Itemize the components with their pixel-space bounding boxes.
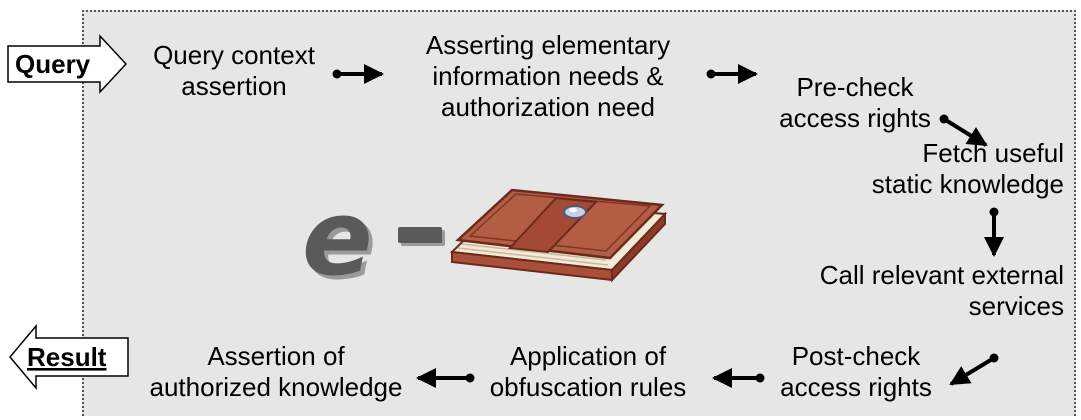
step-line: Pre-check xyxy=(796,72,914,102)
step-line: Assertion of xyxy=(207,341,345,371)
step-line: static knowledge xyxy=(871,169,1064,199)
step-fetch: Fetch useful static knowledge xyxy=(830,138,1064,200)
step-assertion-auth: Assertion of authorized knowledge xyxy=(140,341,412,403)
step-call-services: Call relevant external services xyxy=(764,260,1064,322)
connector-3 xyxy=(939,114,988,147)
step-line: Query context xyxy=(153,40,315,70)
step-asserting-needs: Asserting elementary information needs &… xyxy=(396,30,700,123)
step-line: Asserting elementary xyxy=(425,30,671,60)
step-line: access rights xyxy=(780,372,932,402)
wallet-icon xyxy=(449,188,668,283)
step-precheck: Pre-check access rights xyxy=(758,72,952,134)
query-input-arrow: Query xyxy=(7,34,128,94)
result-output-arrow: Result xyxy=(9,323,129,391)
flow-connectors xyxy=(332,64,1004,388)
step-obfuscation: Application of obfuscation rules xyxy=(472,341,704,403)
step-postcheck: Post-check access rights xyxy=(768,341,944,403)
step-line: access rights xyxy=(779,103,931,133)
step-query-context: Query context assertion xyxy=(142,40,326,102)
connector-5 xyxy=(949,353,999,386)
step-line: Post-check xyxy=(791,341,921,371)
step-line: Application of xyxy=(509,341,667,371)
connector-4 xyxy=(984,207,1004,257)
step-line: Fetch useful xyxy=(922,138,1064,168)
connector-2 xyxy=(706,64,758,84)
step-line: information needs & xyxy=(432,61,664,91)
result-label: Result xyxy=(27,342,107,372)
step-line: Call relevant external xyxy=(819,260,1064,290)
e-logo-letter: e xyxy=(302,177,373,299)
query-label: Query xyxy=(15,49,91,79)
connector-6 xyxy=(712,368,765,388)
step-line: authorized knowledge xyxy=(149,372,403,402)
step-line: authorization need xyxy=(441,92,655,122)
e-logo-dash xyxy=(398,227,442,243)
step-line: obfuscation rules xyxy=(489,372,687,402)
connector-7 xyxy=(416,368,475,388)
connector-1 xyxy=(332,64,384,84)
step-line: assertion xyxy=(181,71,287,101)
step-line: services xyxy=(968,291,1064,321)
